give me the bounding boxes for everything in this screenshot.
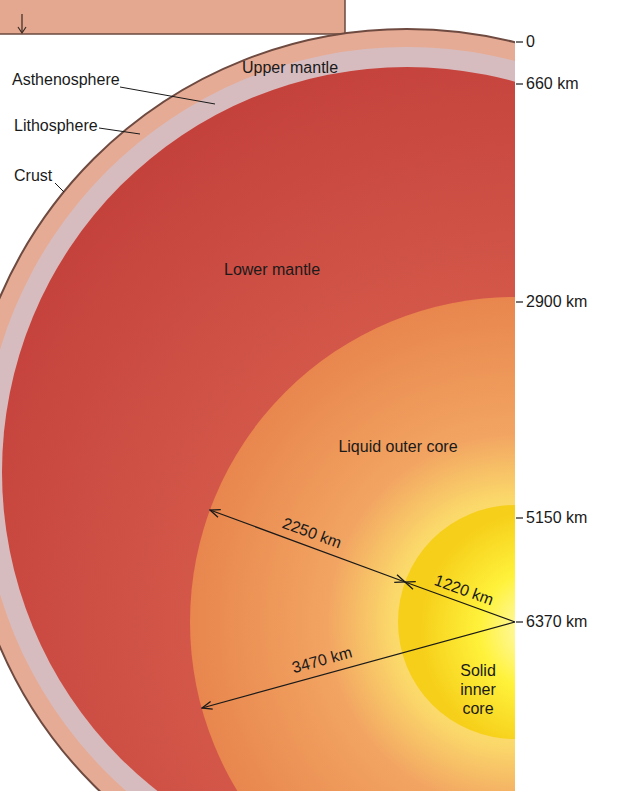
depth-label: 6370 km bbox=[526, 612, 587, 631]
layer-name: Lithosphere bbox=[14, 116, 98, 135]
depth-tick bbox=[516, 41, 523, 42]
layer-name: Asthenosphere bbox=[12, 70, 120, 89]
layer-name: Lower mantle bbox=[224, 260, 320, 279]
layer-name: Crust bbox=[14, 166, 52, 185]
leader-line bbox=[120, 87, 215, 104]
depth-label: 2900 km bbox=[526, 292, 587, 311]
depth-label: 0 bbox=[526, 32, 535, 51]
depth-tick bbox=[516, 301, 523, 302]
box-fragment bbox=[0, 0, 345, 34]
depth-tick bbox=[516, 83, 523, 84]
arrow-fragment bbox=[21, 14, 22, 32]
arrow-fragment bbox=[18, 27, 26, 33]
leader-line bbox=[55, 183, 64, 192]
dimension-arrow bbox=[210, 510, 405, 582]
layer-name: Upper mantle bbox=[242, 58, 338, 77]
layer-name: Solid inner core bbox=[454, 661, 502, 719]
layer-name: Liquid outer core bbox=[338, 437, 457, 456]
depth-tick bbox=[516, 517, 523, 518]
outer-core bbox=[190, 297, 515, 791]
inner-core bbox=[398, 505, 515, 739]
leader-line bbox=[99, 128, 140, 134]
depth-label: 660 km bbox=[526, 74, 578, 93]
depth-tick bbox=[516, 621, 523, 622]
depth-label: 5150 km bbox=[526, 508, 587, 527]
